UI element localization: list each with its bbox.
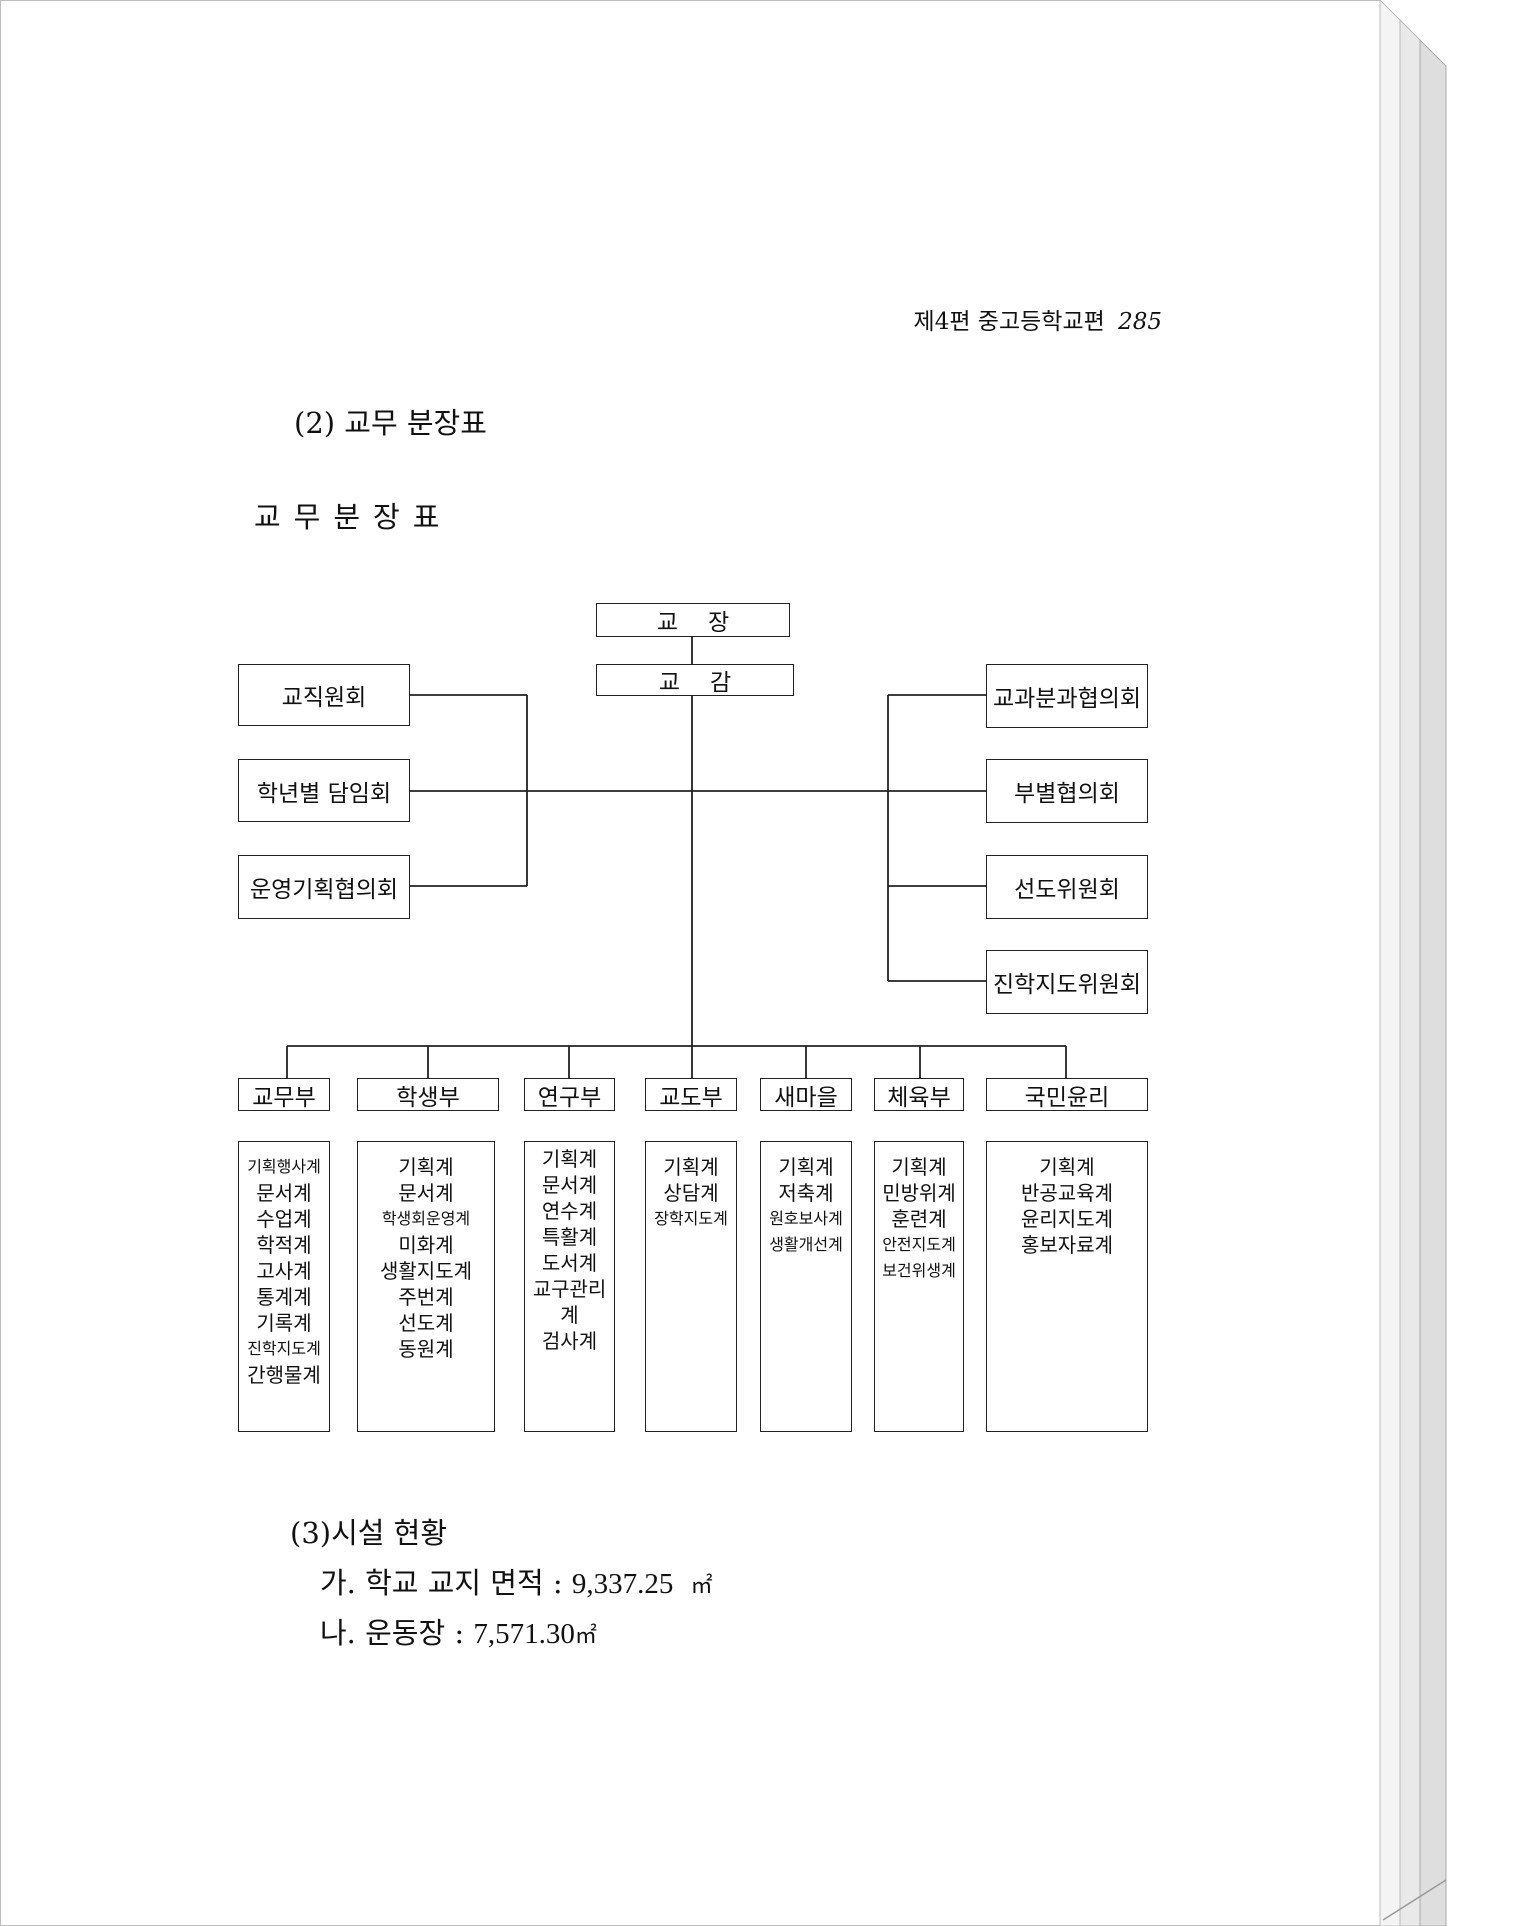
running-header: 제4편 중고등학교편 285 [900,302,1162,336]
dept-header-7: 국민윤리 [986,1078,1148,1111]
right-committee-4: 진학지도위원회 [986,950,1148,1014]
dept-header-6: 체육부 [874,1078,964,1111]
duty-item: 도서계 [541,1251,598,1275]
right-committee-1: 교과분과협의회 [986,664,1148,728]
chart-title: 교무분장표 [254,500,453,534]
dept-header-5: 새마을 [760,1078,852,1111]
duty-item: 기획계 [891,1155,947,1179]
facility-school-area: 가. 학교 교지 면적 : 9,337.25 ㎡ [320,1560,713,1602]
duty-item: 상담계 [663,1181,719,1205]
duty-item: 기획계 [778,1155,834,1179]
duty-item: 보건위생계 [882,1261,956,1280]
dept-header-4: 교도부 [645,1078,737,1111]
right-committee-3: 선도위원회 [986,855,1148,919]
section-heading-facilities: (3)시설 현황 [290,1516,448,1550]
dept-duties-6: 기획계 민방위계 훈련계 안전지도계 보건위생계 [874,1141,964,1432]
duty-item: 주번계 [398,1285,454,1309]
dept-duties-5: 기획계 저축계 원호보사계 생활개선계 [760,1141,852,1432]
header-part: 제4편 중고등학교편 [913,309,1105,335]
duty-item: 안전지도계 [882,1235,956,1254]
left-committee-1: 교직원회 [238,664,410,726]
duty-item: 생활지도계 [380,1259,472,1283]
vice-principal-box: 교감 [596,664,794,696]
section-heading-duties: (2) 교무 분장표 [294,406,487,440]
dept-duties-7: 기획계 반공교육계 윤리지도계 홍보자료계 [986,1141,1148,1432]
duty-item: 학적계 [256,1233,312,1257]
dept-duties-1: 기획행사계 문서계 수업계 학적계 고사계 통계계 기록계 진학지도계 간행물계 [238,1141,330,1432]
principal-box: 교장 [596,603,790,637]
duty-item: 학생회운영계 [381,1209,471,1228]
left-committee-2: 학년별 담임회 [238,759,410,822]
duty-item: 장학지도계 [654,1209,728,1228]
duty-item: 검사계 [541,1329,598,1353]
duty-item: 반공교육계 [1021,1181,1113,1205]
facility-label: 가. 학교 교지 면적 : [320,1566,563,1600]
facility-value: 9,337.25 [571,1568,674,1600]
duty-item: 교구관리 [532,1277,607,1301]
dept-duties-2: 기획계 문서계 학생회운영계 미화계 생활지도계 주번계 선도계 동원계 [357,1141,495,1432]
duty-item: 원호보사계 [769,1209,843,1228]
duty-item: 수업계 [256,1207,312,1231]
dept-duties-3: 기획계 문서계 연수계 특활계 도서계 교구관리 계 검사계 [524,1141,615,1432]
duty-item: 문서계 [256,1181,312,1205]
dept-header-1: 교무부 [238,1078,330,1111]
duty-item: 기획계 [398,1155,454,1179]
duty-item: 생활개선계 [769,1235,843,1254]
left-committee-3: 운영기획협의회 [238,855,410,919]
duty-item: 고사계 [256,1259,312,1283]
facility-label: 나. 운동장 : [320,1616,465,1650]
facility-value: 7,571.30 [473,1618,575,1650]
dept-header-3: 연구부 [524,1078,615,1111]
facility-unit: ㎡ [574,1624,597,1649]
duty-item: 홍보자료계 [1021,1233,1113,1257]
duty-item: 민방위계 [882,1181,956,1205]
duty-item: 계 [560,1303,579,1327]
duty-item: 미화계 [398,1233,454,1257]
duty-item: 기획계 [541,1147,598,1171]
duty-item: 통계계 [256,1285,312,1309]
duty-item: 진학지도계 [247,1339,321,1358]
dept-header-2: 학생부 [357,1078,499,1111]
duty-item: 기록계 [256,1311,312,1335]
duty-item: 연수계 [541,1199,598,1223]
duty-item: 간행물계 [247,1363,321,1387]
dept-duties-4: 기획계 상담계 장학지도계 [645,1141,737,1432]
duty-item: 문서계 [541,1173,598,1197]
duty-item: 선도계 [398,1311,454,1335]
page-number: 285 [1118,309,1162,335]
facility-playground: 나. 운동장 : 7,571.30㎡ [320,1610,597,1652]
duty-item: 훈련계 [891,1207,947,1231]
duty-item: 기획계 [1039,1155,1095,1179]
duty-item: 문서계 [398,1181,454,1205]
facility-unit: ㎡ [690,1574,713,1599]
right-committee-2: 부별협의회 [986,759,1148,823]
duty-item: 윤리지도계 [1021,1207,1113,1231]
duty-item: 저축계 [778,1181,834,1205]
duty-item: 기획계 [663,1155,719,1179]
duty-item: 특활계 [541,1225,598,1249]
duty-item: 기획행사계 [247,1157,321,1176]
duty-item: 동원계 [398,1337,454,1361]
